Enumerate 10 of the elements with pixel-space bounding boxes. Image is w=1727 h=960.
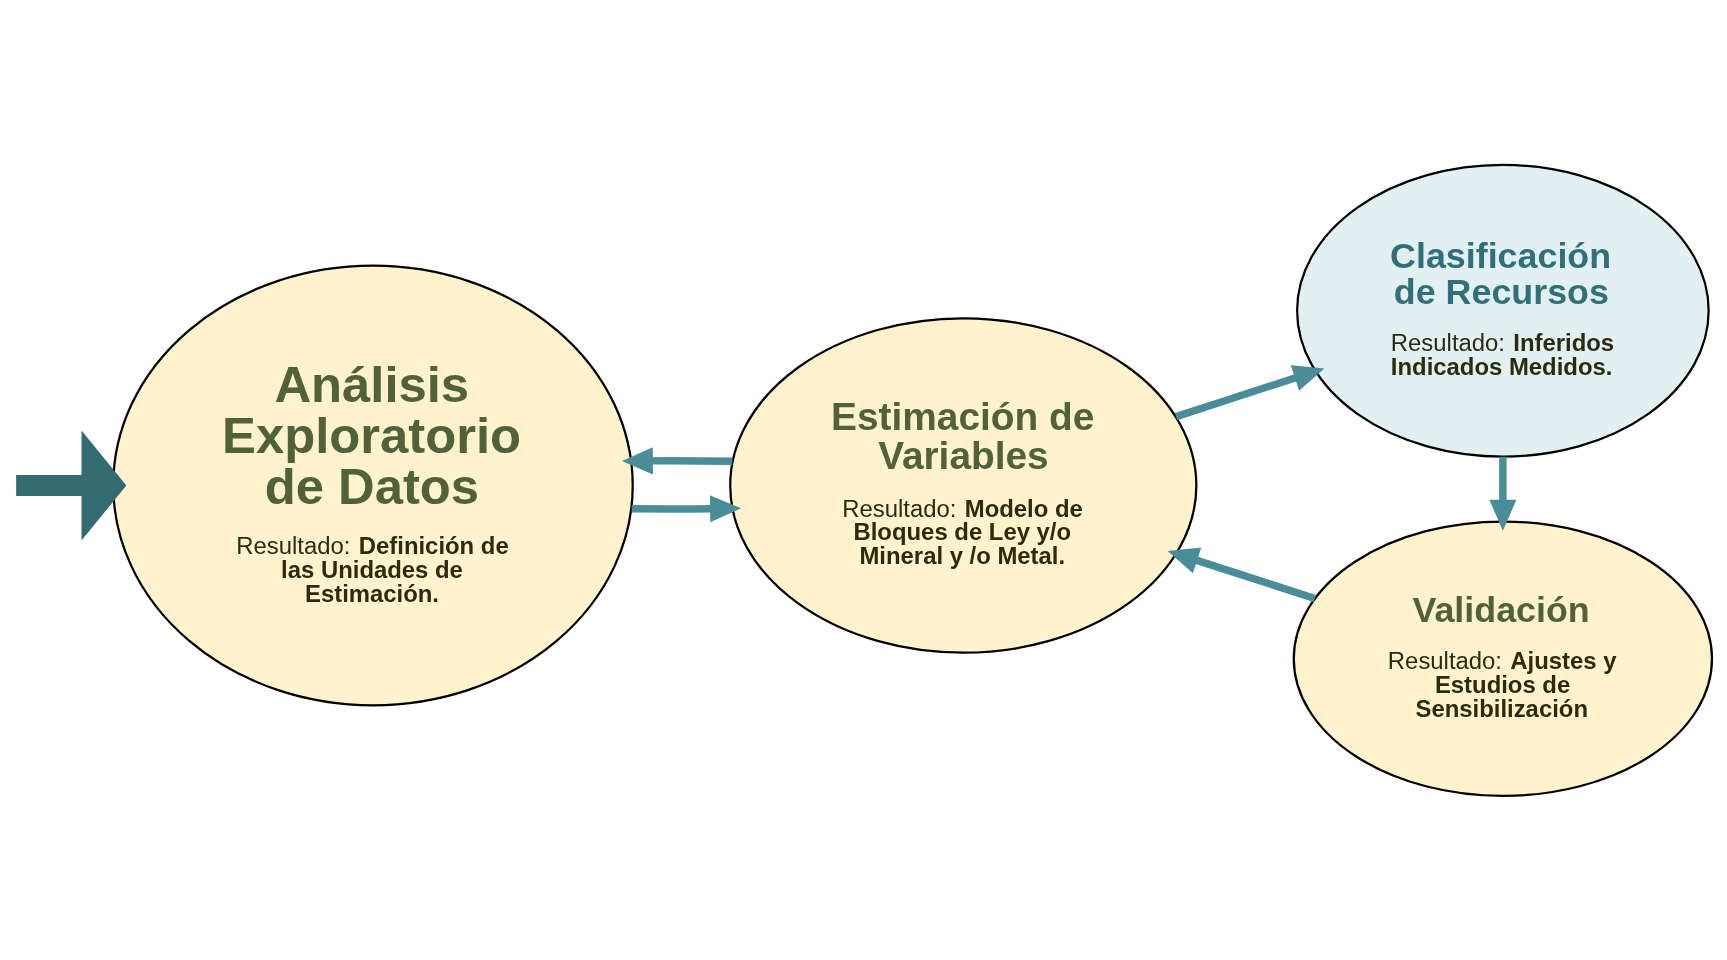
arrow [16,430,127,540]
arrow [621,446,733,474]
node-ellipse: Validación Resultado: Ajustes y Estudios de Sensibilización [1292,519,1714,797]
arrow [1167,547,1317,602]
arrow [1174,364,1325,420]
arrow [1489,456,1517,531]
arrow [631,494,742,522]
node-ellipse: Clasificación de Recursos Resultado: Inferidos Indicados Medidos. [1296,163,1710,458]
node-ellipse: Análisis Exploratorio de Datos Resultado: Definición de las Unidades de Estimación. [112,264,634,706]
node-ellipse: Estimación de Variables Resultado: Modelo de Bloques de Ley y/o Mineral y /o Metal. [729,316,1198,654]
